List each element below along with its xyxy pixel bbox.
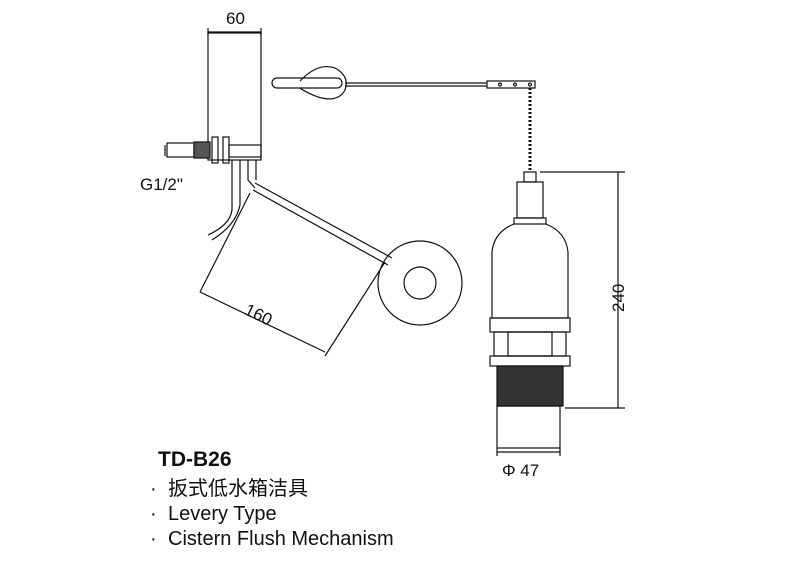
model-number: TD-B26	[158, 448, 232, 471]
dim-240-label: 240	[609, 284, 628, 312]
inlet-valve-body	[207, 32, 262, 161]
caption-line-description: ·Cistern Flush Mechanism	[150, 528, 394, 550]
caption-line-type: ·Levery Type	[150, 503, 277, 525]
flush-valve	[489, 171, 571, 449]
float-arm	[252, 182, 393, 266]
inlet-pipe	[164, 136, 262, 164]
dim-60-label: 60	[226, 9, 245, 28]
lever-handle	[271, 65, 536, 100]
float-disc	[377, 240, 463, 326]
dim-diameter-label: Φ 47	[502, 461, 539, 480]
caption-line-chinese: ·扳式低水箱洁具	[150, 478, 308, 500]
dim-line-160	[199, 291, 326, 353]
inlet-thread-label: G1/2"	[140, 175, 183, 194]
